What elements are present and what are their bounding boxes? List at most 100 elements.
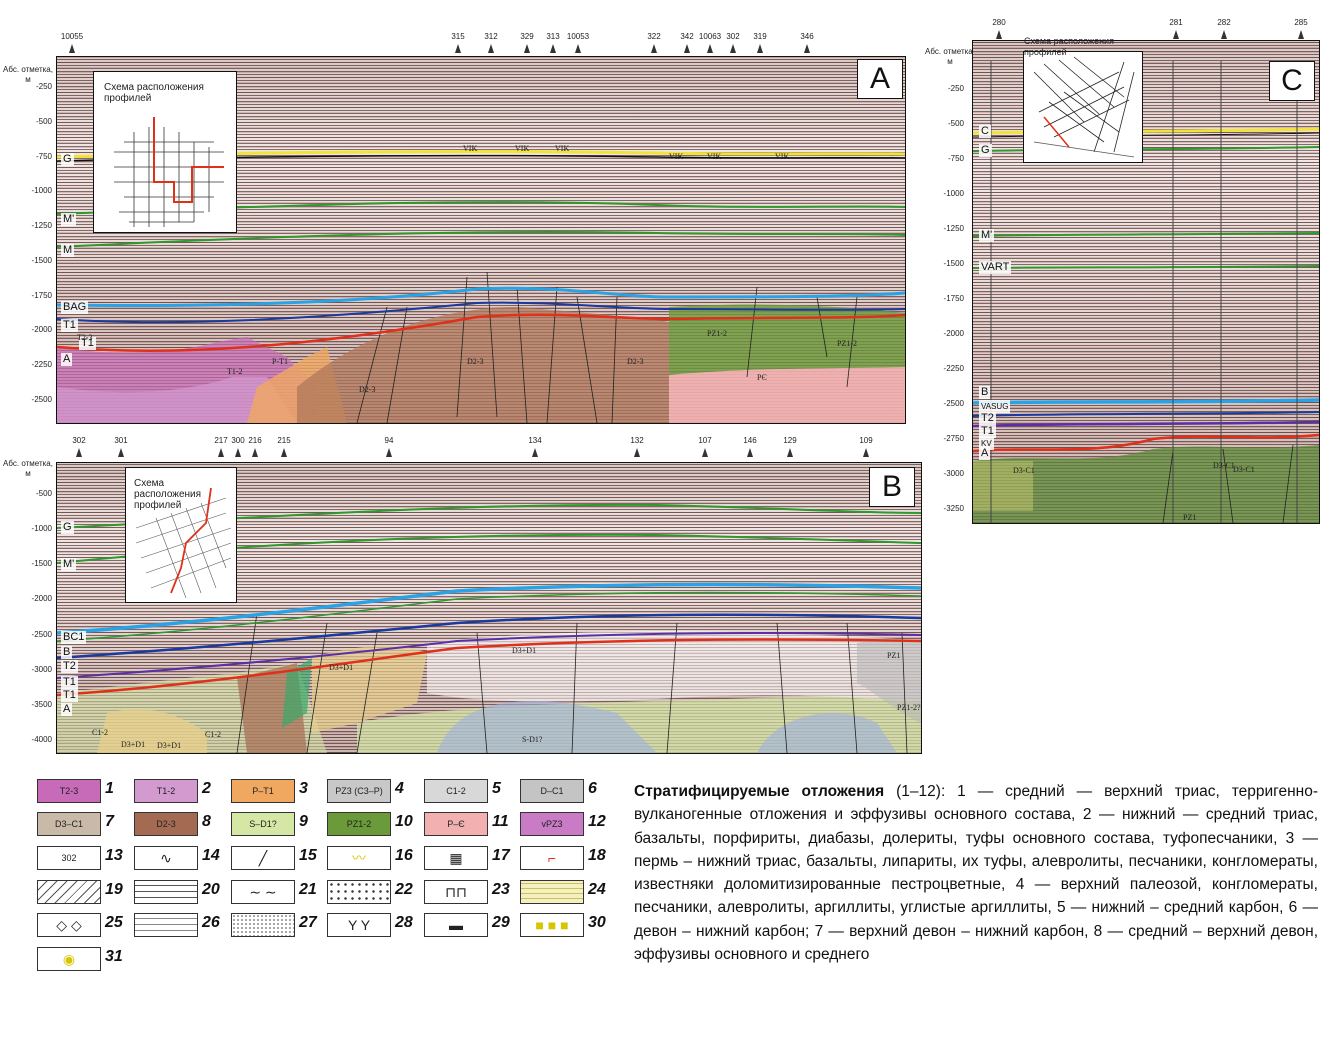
well-number: 215	[277, 436, 291, 445]
horizon-label: M'	[979, 229, 995, 242]
legend-number: 1	[105, 780, 114, 797]
depth-tick-label: -250	[35, 82, 52, 91]
well-marker-icon	[455, 44, 461, 53]
legend-swatch-2: T1-2	[134, 779, 198, 803]
horizon-label: T2	[61, 660, 78, 673]
well-number: 342	[680, 32, 694, 41]
horizon-label: M'	[61, 213, 77, 226]
depth-tick-label: -2000	[31, 325, 52, 334]
unit-label: D3+D1	[157, 741, 182, 750]
depth-tick-label: -3250	[943, 504, 964, 513]
well-number: 281	[1169, 18, 1183, 27]
legend-swatch-19	[37, 880, 101, 904]
well-marker-icon	[575, 44, 581, 53]
legend-symbol-icon: ∿	[160, 849, 172, 866]
legend-swatch-label: 302	[61, 853, 77, 863]
legend-swatch-30: ■ ■ ■	[520, 913, 584, 937]
well-marker-icon	[235, 448, 241, 457]
horizon-label: VART	[979, 261, 1012, 274]
depth-tick-label: -1750	[943, 294, 964, 303]
depth-tick-label: -2750	[943, 434, 964, 443]
unit-label: D3-C1	[1233, 465, 1255, 474]
legend-swatch-22	[327, 880, 391, 904]
depth-tick-label: -500	[35, 489, 52, 498]
unit-label: PZ1	[887, 651, 901, 660]
legend-swatch-15: ╱	[231, 846, 295, 870]
horizon-label: BC1	[61, 631, 87, 644]
legend-number: 18	[588, 847, 606, 864]
depth-tick-label: -2500	[31, 630, 52, 639]
well-number: 346	[800, 32, 814, 41]
legend-number: 24	[588, 881, 606, 898]
well-number: 129	[783, 436, 797, 445]
legend-number: 19	[105, 881, 123, 898]
legend-symbol-icon: Y Y	[347, 917, 371, 933]
horizon-label: G	[61, 153, 74, 166]
well-number: 146	[743, 436, 757, 445]
well-number: 312	[484, 32, 498, 41]
depth-tick-label: -500	[947, 119, 964, 128]
unit-label: PZ1-2	[837, 339, 857, 348]
horizon-label: G	[979, 144, 992, 157]
legend-number: 22	[395, 881, 413, 898]
horizon-label: A	[61, 703, 73, 716]
legend-swatch-26	[134, 913, 198, 937]
well-number: 302	[726, 32, 740, 41]
section-b-geology	[57, 503, 921, 753]
depth-tick-label: -1250	[31, 221, 52, 230]
well-number: 319	[753, 32, 767, 41]
unit-label: S-D1?	[522, 735, 543, 744]
depth-tick-label: -1000	[31, 524, 52, 533]
legend-number: 27	[299, 914, 317, 931]
well-number: 301	[114, 436, 128, 445]
well-number: 280	[992, 18, 1006, 27]
legend-swatch-1: T2-3	[37, 779, 101, 803]
legend-number: 4	[395, 780, 404, 797]
legend-swatch-3: P–T1	[231, 779, 295, 803]
legend-number: 11	[492, 813, 509, 830]
depth-tick-label: -1750	[31, 291, 52, 300]
legend-number: 16	[395, 847, 413, 864]
legend-number: 20	[202, 881, 220, 898]
horizon-label: A	[61, 353, 73, 366]
legend-number: 15	[299, 847, 317, 864]
well-marker-icon	[532, 448, 538, 457]
legend-number: 13	[105, 847, 123, 864]
unit-label: T1-2	[227, 367, 243, 376]
well-marker-icon	[252, 448, 258, 457]
legend-number: 9	[299, 813, 308, 830]
horizon-label: VASUG	[979, 400, 1011, 413]
legend-number: 31	[105, 948, 123, 965]
unit-label: D3+D1	[512, 646, 537, 655]
well-number: 107	[698, 436, 712, 445]
legend-number: 5	[492, 780, 501, 797]
legend-symbol-icon: ■ ■ ■	[535, 917, 569, 933]
legend-swatch-label: vPZ3	[541, 819, 563, 829]
legend-symbol-icon: ∼ ∼	[249, 883, 277, 900]
well-marker-icon	[747, 448, 753, 457]
legend-swatch-24	[520, 880, 584, 904]
legend-swatch-11: P–Є	[424, 812, 488, 836]
legend-number: 23	[492, 881, 510, 898]
well-number: 94	[384, 436, 394, 445]
well-marker-icon	[787, 448, 793, 457]
legend-number: 21	[299, 881, 317, 898]
legend-swatch-label: D–C1	[540, 786, 564, 796]
depth-tick-label: -2500	[31, 395, 52, 404]
legend-number: 8	[202, 813, 211, 830]
well-number: 322	[647, 32, 661, 41]
legend-number: 30	[588, 914, 606, 931]
depth-tick-label: -3500	[31, 700, 52, 709]
profile-scheme-a	[114, 117, 224, 227]
depth-tick-label: -3000	[31, 665, 52, 674]
well-number: 315	[451, 32, 465, 41]
horizon-label: T1	[61, 689, 78, 702]
profile-scheme-b	[135, 487, 232, 599]
profile-scheme-c	[1033, 56, 1135, 158]
legend-swatch-4: PZ3 (C3–P)	[327, 779, 391, 803]
well-marker-icon	[386, 448, 392, 457]
depth-tick-label: -250	[947, 84, 964, 93]
legend-swatch-label: PZ3 (C3–P)	[335, 786, 383, 796]
legend-number: 26	[202, 914, 220, 931]
